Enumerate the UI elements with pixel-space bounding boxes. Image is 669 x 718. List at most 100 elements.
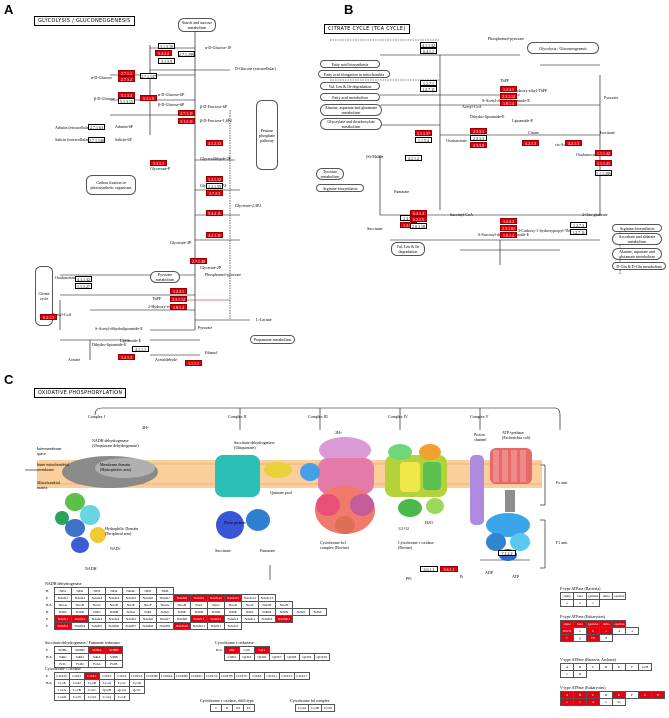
- panel-a-enzyme-1-1-1-1[interactable]: 1.1.1.1: [185, 360, 202, 366]
- gene-cell[interactable]: Ndufv1: [189, 615, 208, 623]
- gene-cell[interactable]: QoxC: [128, 686, 145, 694]
- gene-cell[interactable]: F6: [585, 634, 601, 642]
- gene-cell[interactable]: ND6: [155, 587, 174, 595]
- gene-cell[interactable]: F: [625, 663, 639, 671]
- panel-b-enzyme-1-1-1-286[interactable]: 1.1.1.286: [595, 170, 612, 176]
- panel-b-enzyme-1-1-5-4[interactable]: 1.1.5.4: [415, 137, 432, 143]
- pyruvate-metabolism-box[interactable]: Pyruvate metabolism: [150, 271, 180, 283]
- gene-cell[interactable]: NdhF: [223, 608, 242, 616]
- panel-a-enzyme-6-2-1-1[interactable]: 6.2.1.1: [40, 314, 57, 320]
- gene-cell[interactable]: Ndufb6: [104, 622, 123, 630]
- gene-cell[interactable]: CoxC: [83, 686, 100, 694]
- panel-b-enzyme-4-2-1-3[interactable]: 4.2.1.3: [565, 140, 582, 146]
- gene-cell[interactable]: CyoE: [53, 679, 70, 687]
- gene-cell[interactable]: beta: [573, 620, 587, 628]
- gene-cell[interactable]: NdhV: [308, 608, 327, 616]
- gene-cell[interactable]: 8: [599, 634, 614, 642]
- panel-a-enzyme-5-3-1-9[interactable]: 5.3.1.9: [140, 95, 157, 101]
- gene-cell[interactable]: B: [573, 663, 587, 671]
- gene-cell[interactable]: COX7A: [203, 672, 220, 680]
- gene-cell[interactable]: Ndufb11: [189, 622, 208, 630]
- glyoxylate-box[interactable]: Glyoxylate and dicarboxylate metabolism: [320, 118, 382, 130]
- gene-cell[interactable]: QCR7: [268, 653, 285, 661]
- starch-metabolism-box[interactable]: Starch and sucrose metabolism: [178, 18, 216, 32]
- gene-cell[interactable]: NdhO: [291, 608, 310, 616]
- gene-cell[interactable]: Cyt1: [253, 646, 270, 654]
- gene-cell[interactable]: QCR8: [283, 653, 300, 661]
- gene-cell[interactable]: Ndufc2: [223, 622, 242, 630]
- gene-cell[interactable]: D: [599, 691, 613, 699]
- gene-cell[interactable]: NuoA: [53, 601, 72, 609]
- gene-cell[interactable]: Ndufv2: [206, 615, 225, 623]
- panel-b-enzyme-6-2-1-5[interactable]: 6.2.1.5: [410, 216, 427, 222]
- panel-b-enzyme-2-3-3-1[interactable]: 2.3.3.1: [470, 128, 487, 134]
- gene-cell[interactable]: CcoN: [68, 693, 85, 701]
- gene-cell[interactable]: I: [210, 704, 222, 712]
- panel-a-enzyme-5-4-2-11[interactable]: 5.4.2.11: [206, 210, 223, 216]
- gene-cell[interactable]: NuoH: [172, 601, 191, 609]
- panel-a-enzyme-1-1-1-27[interactable]: 1.1.1.27: [75, 283, 92, 289]
- panel-b-enzyme-1-8-1-4[interactable]: 1.8.1.4: [500, 232, 517, 238]
- gene-cell[interactable]: a: [560, 599, 574, 607]
- gene-cell[interactable]: CydA: [295, 704, 309, 712]
- panel-a-enzyme-5-3-1-1[interactable]: 5.3.1.1: [150, 160, 167, 166]
- gene-cell[interactable]: K: [573, 670, 587, 678]
- gene-cell[interactable]: d: [586, 698, 600, 706]
- gene-cell[interactable]: CyoC: [113, 679, 130, 687]
- citrate-cycle-box[interactable]: Citrate cycle: [35, 266, 53, 326]
- gene-cell[interactable]: COX6A: [158, 672, 175, 680]
- gene-cell[interactable]: Ndufb8: [138, 622, 157, 630]
- gene-cell[interactable]: c: [585, 599, 601, 607]
- gene-cell[interactable]: CtaD: [68, 679, 85, 687]
- panel-a-enzyme-4-1-2-13[interactable]: 4.1.2.13: [206, 140, 223, 146]
- panel-b-enzyme-1-2-7-11[interactable]: 1.2.7.11: [420, 86, 437, 92]
- gene-cell[interactable]: epsilon: [612, 620, 627, 628]
- gene-cell[interactable]: NuoD: [104, 601, 123, 609]
- gene-cell[interactable]: Ndufa11: [223, 594, 242, 602]
- gene-cell[interactable]: G/H: [638, 663, 652, 671]
- panel-a-enzyme-2-7-2-3[interactable]: 2.7.2.3: [206, 190, 223, 196]
- panel-a-enzyme-1-2-1-59[interactable]: 1.2.1.59: [206, 183, 223, 189]
- panel-b-enzyme-4-2-1-3[interactable]: 4.2.1.3: [522, 140, 539, 146]
- gene-cell[interactable]: NdhC: [53, 608, 72, 616]
- gene-cell[interactable]: SdhD: [70, 653, 89, 661]
- gene-cell[interactable]: CyoD: [128, 679, 145, 687]
- panel-b-enzyme-2-3-3-3[interactable]: 2.3.3.3: [470, 135, 487, 141]
- gene-cell[interactable]: NuoN: [274, 601, 293, 609]
- gene-cell[interactable]: NdhD: [206, 608, 225, 616]
- gene-cell[interactable]: SdhC: [53, 653, 72, 661]
- gene-cell[interactable]: ND4L: [121, 587, 140, 595]
- gene-cell[interactable]: ND3: [87, 587, 106, 595]
- gene-cell[interactable]: COX17: [293, 672, 310, 680]
- gene-cell[interactable]: CydB: [308, 704, 322, 712]
- gene-cell[interactable]: S1: [612, 698, 626, 706]
- gene-cell[interactable]: CyoB: [83, 679, 100, 687]
- gene-cell[interactable]: COX3: [98, 672, 115, 680]
- gene-cell[interactable]: A: [560, 663, 574, 671]
- gene-cell[interactable]: NuoF: [138, 601, 157, 609]
- gene-cell[interactable]: FrdA: [87, 660, 106, 668]
- gene-cell[interactable]: H: [651, 691, 665, 699]
- panel-a-enzyme-1-8-1-4[interactable]: 1.8.1.4: [170, 304, 187, 310]
- gene-cell[interactable]: c: [599, 627, 614, 635]
- gene-cell[interactable]: beta: [573, 592, 587, 600]
- panel-b-enzyme-1-8-1-4[interactable]: 1.8.1.4: [500, 100, 517, 106]
- gene-cell[interactable]: Ndufa9: [189, 594, 208, 602]
- panel-a-enzyme-3-1-3-11[interactable]: 3.1.3.11: [178, 118, 195, 124]
- panel-a-enzyme-4-1-1-1[interactable]: 4.1.1.1: [132, 346, 149, 352]
- gene-cell[interactable]: E: [612, 691, 626, 699]
- gene-cell[interactable]: NuoB: [70, 601, 89, 609]
- gene-cell[interactable]: Ndufb10: [172, 622, 191, 630]
- panel-a-enzyme-5-1-3-3[interactable]: 5.1.3.3: [118, 92, 135, 98]
- panel-a-enzyme-3-1-3-10[interactable]: 3.1.3.10: [158, 43, 175, 49]
- gene-cell[interactable]: SDHA: [87, 646, 106, 654]
- gene-cell[interactable]: NdhI: [138, 608, 157, 616]
- panel-a-enzyme-2-7-1-63[interactable]: 2.7.1.63: [88, 124, 105, 130]
- gene-cell[interactable]: Ndufb9: [155, 622, 174, 630]
- gene-cell[interactable]: Ndufa2: [70, 594, 89, 602]
- panel-b-enzyme-1-2-4-2[interactable]: 1.2.4.2: [500, 218, 517, 224]
- gene-cell[interactable]: CcoP: [113, 693, 130, 701]
- gene-cell[interactable]: NuoL: [240, 601, 259, 609]
- propanoate-metabolism-box[interactable]: Propanoate metabolism: [250, 335, 295, 344]
- carbon-fixation-box[interactable]: Carbon fixation in photosynthetic organi…: [86, 175, 136, 195]
